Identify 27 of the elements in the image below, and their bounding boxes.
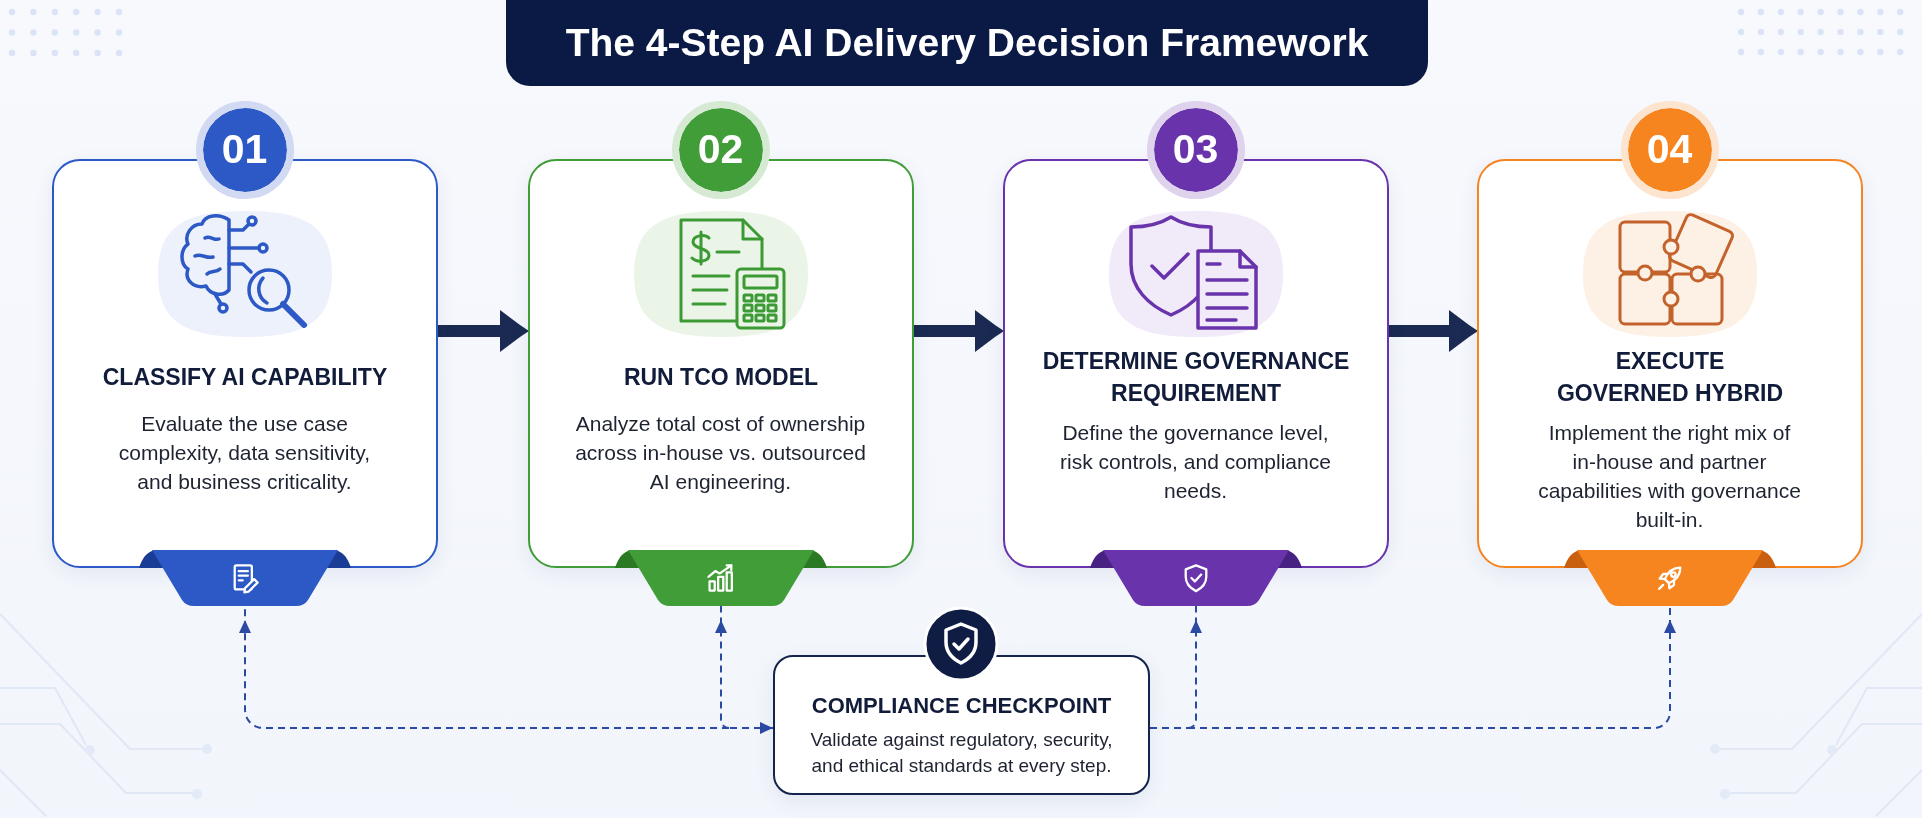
panel-description: Validate against regulatory, security, and ethical standards at every step. [809, 728, 1114, 778]
step-number: 01 [195, 100, 294, 199]
step-title: CLASSIFY AI CAPABILITY [102, 362, 388, 392]
step-title: EXECUTE GOVERNED HYBRID [1555, 346, 1785, 408]
arrow [1389, 310, 1477, 352]
dashed-connector [715, 605, 730, 729]
ribbon-tab [139, 550, 351, 606]
step-description: Evaluate the use case complexity, data sensitivity, and business criticality. [117, 410, 372, 495]
arrow [914, 310, 1003, 352]
ribbon-tab [1564, 550, 1776, 606]
step-description: Define the governance level, risk controls, and compliance needs. [1059, 419, 1332, 504]
ribbon-tab [615, 550, 827, 606]
step-number: 02 [671, 100, 770, 199]
step-number: 04 [1620, 100, 1719, 199]
ribbon-tab [1090, 550, 1302, 606]
arrow [438, 310, 528, 352]
step-description: Analyze total cost of ownership across in-house vs. outsourced AI engineering. [574, 410, 867, 495]
step-title: DETERMINE GOVERNANCE REQUIREMENT [1041, 346, 1351, 408]
dashed-connector [1149, 727, 1189, 729]
panel-title: COMPLIANCE CHECKPOINT [811, 692, 1112, 720]
dashed-connector [728, 722, 774, 734]
step-description: Implement the right mix of in-house and partner capabilities with governance built-in. [1537, 419, 1802, 533]
dashed-connector [1187, 605, 1676, 729]
title-banner: The 4-Step AI Delivery Decision Framework [506, 0, 1428, 86]
step-number: 03 [1146, 100, 1245, 199]
dashed-connector [1187, 605, 1202, 729]
step-title: RUN TCO MODEL [623, 362, 819, 392]
